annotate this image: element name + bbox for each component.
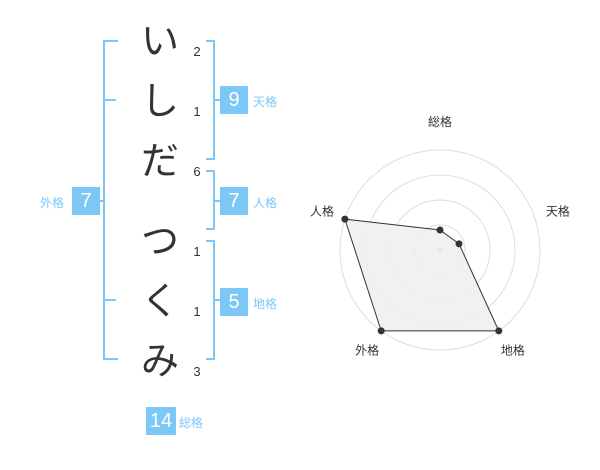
name-char-2: し (140, 79, 179, 123)
stroke-count-1: 2 (193, 44, 201, 59)
stroke-count-6: 3 (193, 364, 201, 379)
gaikaku-bracket (103, 40, 118, 360)
jinkaku-bracket (206, 170, 215, 230)
radar-points (341, 215, 503, 335)
radar-axis-label-4: 外格 (355, 342, 379, 357)
name-char-6: み (140, 339, 179, 383)
stroke-count-5: 1 (193, 304, 201, 319)
name-char-5: く (140, 279, 179, 323)
radar-point-2 (455, 240, 463, 248)
stroke-count-2: 1 (193, 104, 201, 119)
radar-area (344, 218, 500, 332)
soukaku-label: 総格 (179, 416, 204, 430)
tenkaku-bracket (206, 40, 215, 160)
radar-axis-label-3: 地格 (501, 342, 525, 357)
gaikaku-label: 外格 (40, 196, 65, 210)
name-char-1: い (140, 19, 179, 63)
stroke-count-4: 1 (193, 244, 201, 259)
radar-polygon (344, 218, 500, 332)
bracket-lines (98, 40, 220, 360)
radar-axis-label-1: 総格 (428, 114, 452, 129)
jinkaku-value-badge: 7 (220, 187, 248, 215)
chikaku-label: 地格 (253, 297, 278, 311)
radar-point-4 (377, 327, 385, 335)
name-char-3: だ (140, 139, 179, 183)
tenkaku-value-badge: 9 (220, 86, 248, 114)
radar-ring-4 (339, 149, 541, 351)
radar-point-3 (495, 327, 503, 335)
radar-axis-label-2: 天格 (546, 204, 570, 219)
radar-point-1 (436, 226, 444, 234)
name-char-4: つ (140, 219, 179, 263)
soukaku-value-badge: 14 (146, 407, 176, 435)
gaikaku-value-badge: 7 (72, 187, 100, 215)
tenkaku-label: 天格 (253, 95, 278, 109)
stroke-count-3: 6 (193, 164, 201, 179)
chikaku-bracket (206, 240, 215, 360)
radar-axis-label-5: 人格 (310, 204, 334, 219)
chikaku-value-badge: 5 (220, 288, 248, 316)
jinkaku-label: 人格 (253, 196, 278, 210)
radar-point-5 (341, 215, 349, 223)
